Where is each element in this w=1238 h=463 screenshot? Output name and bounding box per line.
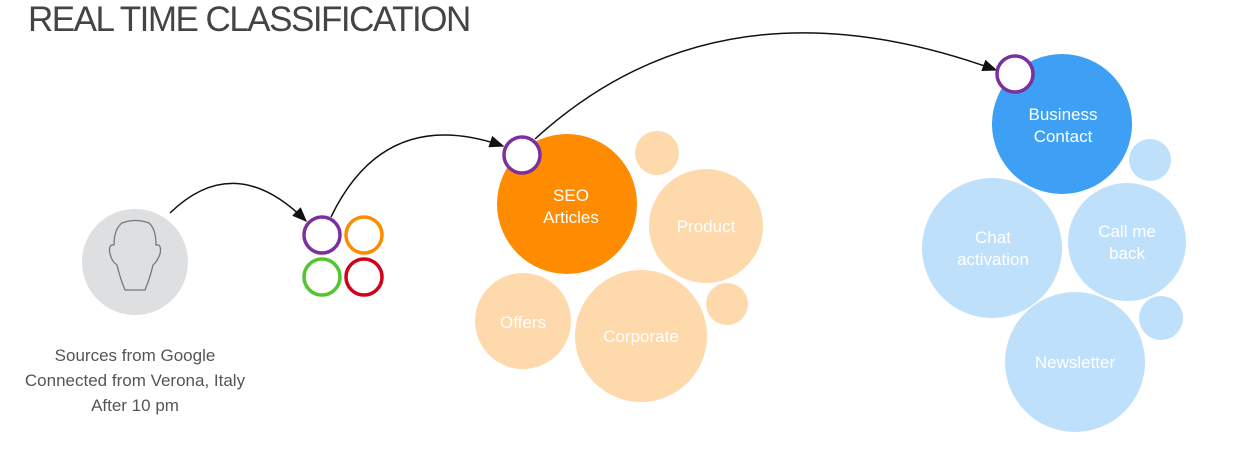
caption-line: Sources from Google [55, 346, 216, 365]
bubble-small [706, 283, 748, 325]
callback-label: back [1109, 244, 1145, 263]
user-head-icon [108, 219, 162, 291]
bubble-small [1139, 296, 1183, 340]
offers-label: Offers [500, 313, 546, 332]
seo-label: Articles [543, 208, 599, 227]
marker-purple [995, 54, 1035, 94]
segment-orange [344, 215, 384, 255]
corporate-label: Corporate [603, 327, 679, 346]
chat-label: Chat [975, 228, 1011, 247]
page-title: REAL TIME CLASSIFICATION [28, 0, 471, 39]
callback-label: Call me [1098, 222, 1156, 241]
business-label: Contact [1034, 127, 1093, 146]
business-label: Business [1029, 105, 1098, 124]
arrow-segments-to-seo [330, 134, 505, 218]
segment-red [344, 257, 384, 297]
newsletter-label: Newsletter [1035, 353, 1116, 372]
chat-label: activation [957, 250, 1029, 269]
bubble-small [635, 131, 679, 175]
marker-purple [502, 135, 542, 175]
bubble-newsletter [1005, 292, 1145, 432]
caption-line: Connected from Verona, Italy [25, 371, 246, 390]
seo-label: SEO [553, 186, 589, 205]
arrow-seo-to-business [534, 32, 998, 140]
bubble-product [649, 169, 763, 283]
bubble-corporate [575, 270, 707, 402]
segment-green [302, 257, 342, 297]
product-label: Product [677, 217, 736, 236]
bubble-small [1129, 139, 1171, 181]
bubble-chat-activation [922, 178, 1062, 318]
caption-line: After 10 pm [91, 396, 179, 415]
arrow-visitor-to-segments [169, 182, 308, 223]
bubble-offers [475, 273, 571, 369]
segment-purple [302, 215, 342, 255]
bubble-call-me-back [1068, 183, 1186, 301]
visitor-avatar [82, 209, 188, 315]
